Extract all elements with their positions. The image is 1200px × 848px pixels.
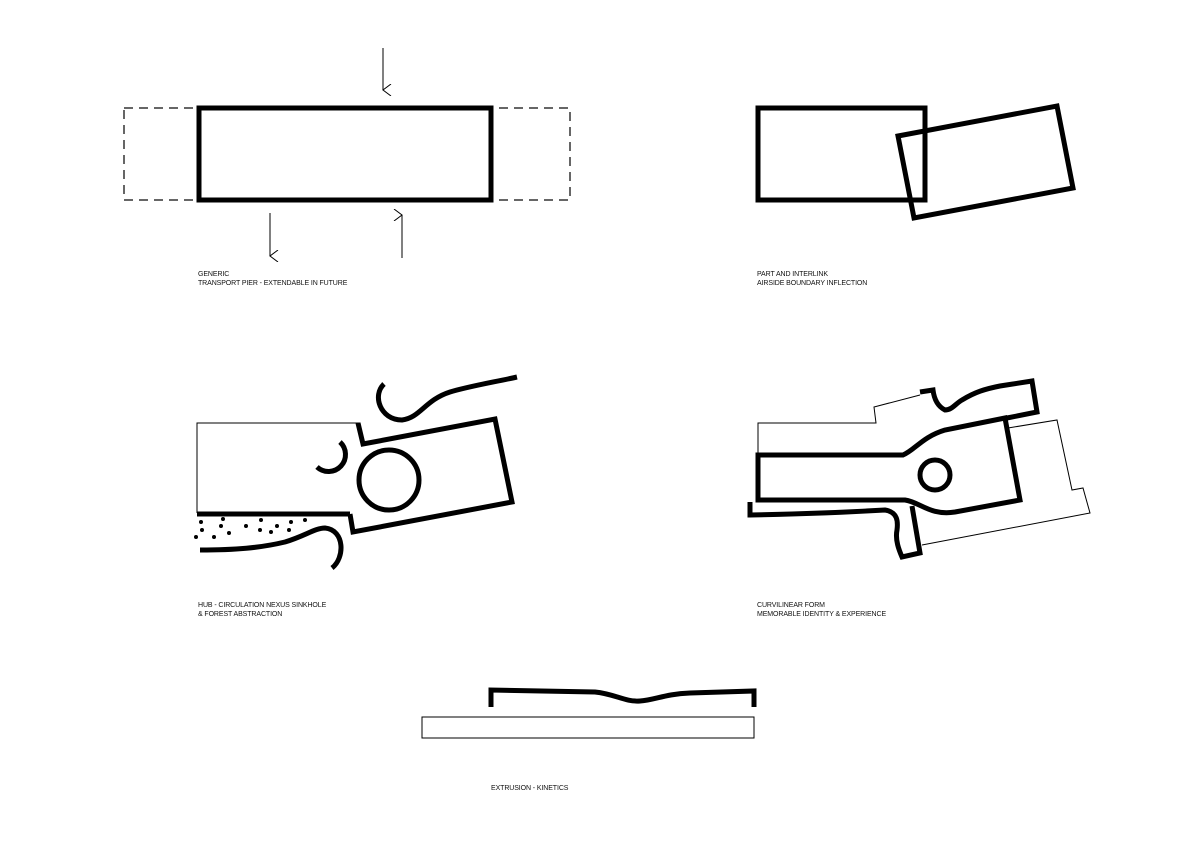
- label-line: PART AND INTERLINK: [757, 271, 828, 278]
- hub-small-arc: [315, 440, 348, 474]
- curvilinear-diagram: [747, 378, 1091, 560]
- curvilinear-thin-outline-left: [757, 394, 921, 455]
- label-line: CURVILINEAR FORM: [757, 602, 825, 609]
- rotated-block: [895, 103, 1076, 221]
- extrusion-roof: [488, 687, 757, 707]
- future-extension-outline: [123, 107, 571, 201]
- label-line: & FOREST ABSTRACTION: [198, 611, 283, 618]
- hub-bottom-curve: [199, 525, 344, 570]
- label-curvilinear: CURVILINEAR FORM MEMORABLE IDENTITY & EX…: [757, 601, 886, 619]
- curvilinear-upper-wing: [919, 378, 1040, 421]
- label-line: MEMORABLE IDENTITY & EXPERIENCE: [757, 611, 887, 618]
- hub-diagram: [194, 374, 518, 570]
- label-line: TRANSPORT PIER - EXTENDABLE IN FUTURE: [198, 280, 348, 287]
- label-generic: GENERIC TRANSPORT PIER - EXTENDABLE IN F…: [198, 270, 347, 288]
- label-line: HUB - CIRCULATION NEXUS SINKHOLE: [198, 602, 327, 609]
- label-line: AIRSIDE BOUNDARY INFLECTION: [757, 280, 868, 287]
- curvilinear-lower-strip: [747, 502, 923, 560]
- generic-pier-diagram: [123, 48, 571, 258]
- label-extrusion: EXTRUSION - KINETICS: [491, 784, 568, 793]
- hub-thin-outline: [196, 422, 360, 513]
- extrusion-diagram: [421, 687, 757, 739]
- fixed-block: [755, 105, 928, 203]
- curvilinear-main-form: [755, 415, 1023, 516]
- forest-dots: [194, 517, 307, 539]
- part-interlink-diagram: [755, 103, 1076, 221]
- label-hub: HUB - CIRCULATION NEXUS SINKHOLE & FORES…: [198, 601, 326, 619]
- curvilinear-thin-outline-right: [921, 419, 1091, 546]
- label-line: GENERIC: [198, 271, 230, 278]
- label-line: EXTRUSION - KINETICS: [491, 785, 569, 792]
- pier-block: [196, 105, 494, 203]
- hub-sinkhole-circle: [356, 447, 422, 513]
- curvilinear-circle: [917, 457, 953, 493]
- hub-top-curve: [375, 374, 518, 423]
- extrusion-base: [421, 716, 755, 739]
- label-part-interlink: PART AND INTERLINK AIRSIDE BOUNDARY INFL…: [757, 270, 867, 288]
- hub-rotated-block: [347, 416, 515, 535]
